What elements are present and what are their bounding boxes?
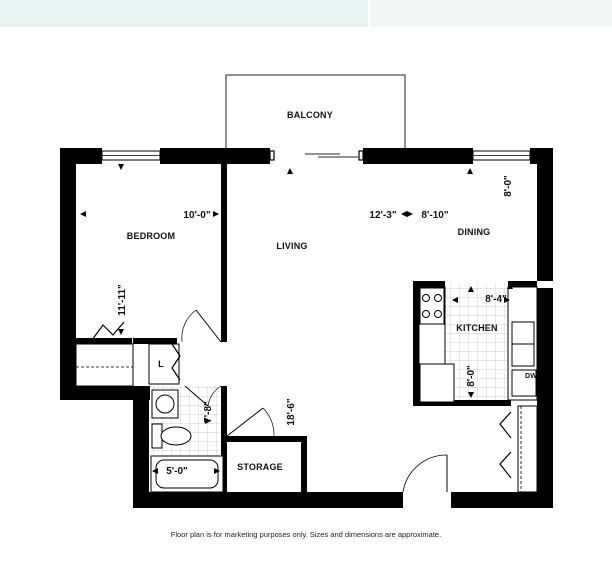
interior-walls: [76, 164, 537, 492]
room-label-balcony: BALCONY: [287, 110, 333, 120]
doors: [181, 309, 448, 493]
bathroom-fixtures: [150, 389, 224, 493]
dimension-markers: [80, 164, 513, 474]
dimension-bath-width: 5'-0": [166, 466, 188, 477]
room-label-bedroom: BEDROOM: [127, 231, 175, 241]
dimension-dining-width: 8'-10": [421, 210, 448, 221]
room-label-dishwasher: DW: [525, 373, 537, 380]
exterior-walls: [60, 148, 553, 508]
dimension-storage-length: 18'-6": [286, 398, 297, 425]
dimension-bedroom-width: 10'-0": [183, 210, 210, 221]
dishwasher-icon: [511, 369, 537, 397]
windows: [101, 150, 531, 161]
disclaimer-text: Floor plan is for marketing purposes onl…: [170, 530, 442, 539]
dimension-kitchen-length: 8'-0": [466, 365, 477, 387]
dimension-kitchen-width: 8'-4": [485, 294, 507, 305]
dimension-bath-length: 7'-8": [203, 401, 214, 423]
room-label-kitchen: KITCHEN: [456, 323, 497, 333]
bedroom-closet: [75, 321, 134, 387]
kitchen-floor: [445, 283, 508, 403]
room-label-storage: STORAGE: [237, 462, 283, 472]
header-band-right: [370, 0, 612, 27]
room-label-living: LIVING: [276, 241, 307, 251]
fridge-icon: [419, 363, 455, 403]
basin-icon: [155, 394, 175, 414]
stove-icon: [419, 287, 445, 325]
balcony: [225, 74, 406, 148]
entry-closet: [499, 405, 538, 493]
kitchen-fixtures: [418, 286, 538, 403]
room-label-linen: L: [158, 359, 164, 369]
linen-closet: [148, 343, 181, 385]
dimension-bedroom-length: 11'-11": [117, 284, 128, 316]
sliding-door: [269, 150, 364, 161]
dimension-living-width: 12'-3": [369, 210, 396, 221]
toilet-bowl-icon: [160, 426, 192, 446]
header-band-left: [0, 0, 368, 27]
room-label-dining: DINING: [458, 227, 491, 237]
dimension-dining-depth: 8'-0": [503, 175, 514, 197]
